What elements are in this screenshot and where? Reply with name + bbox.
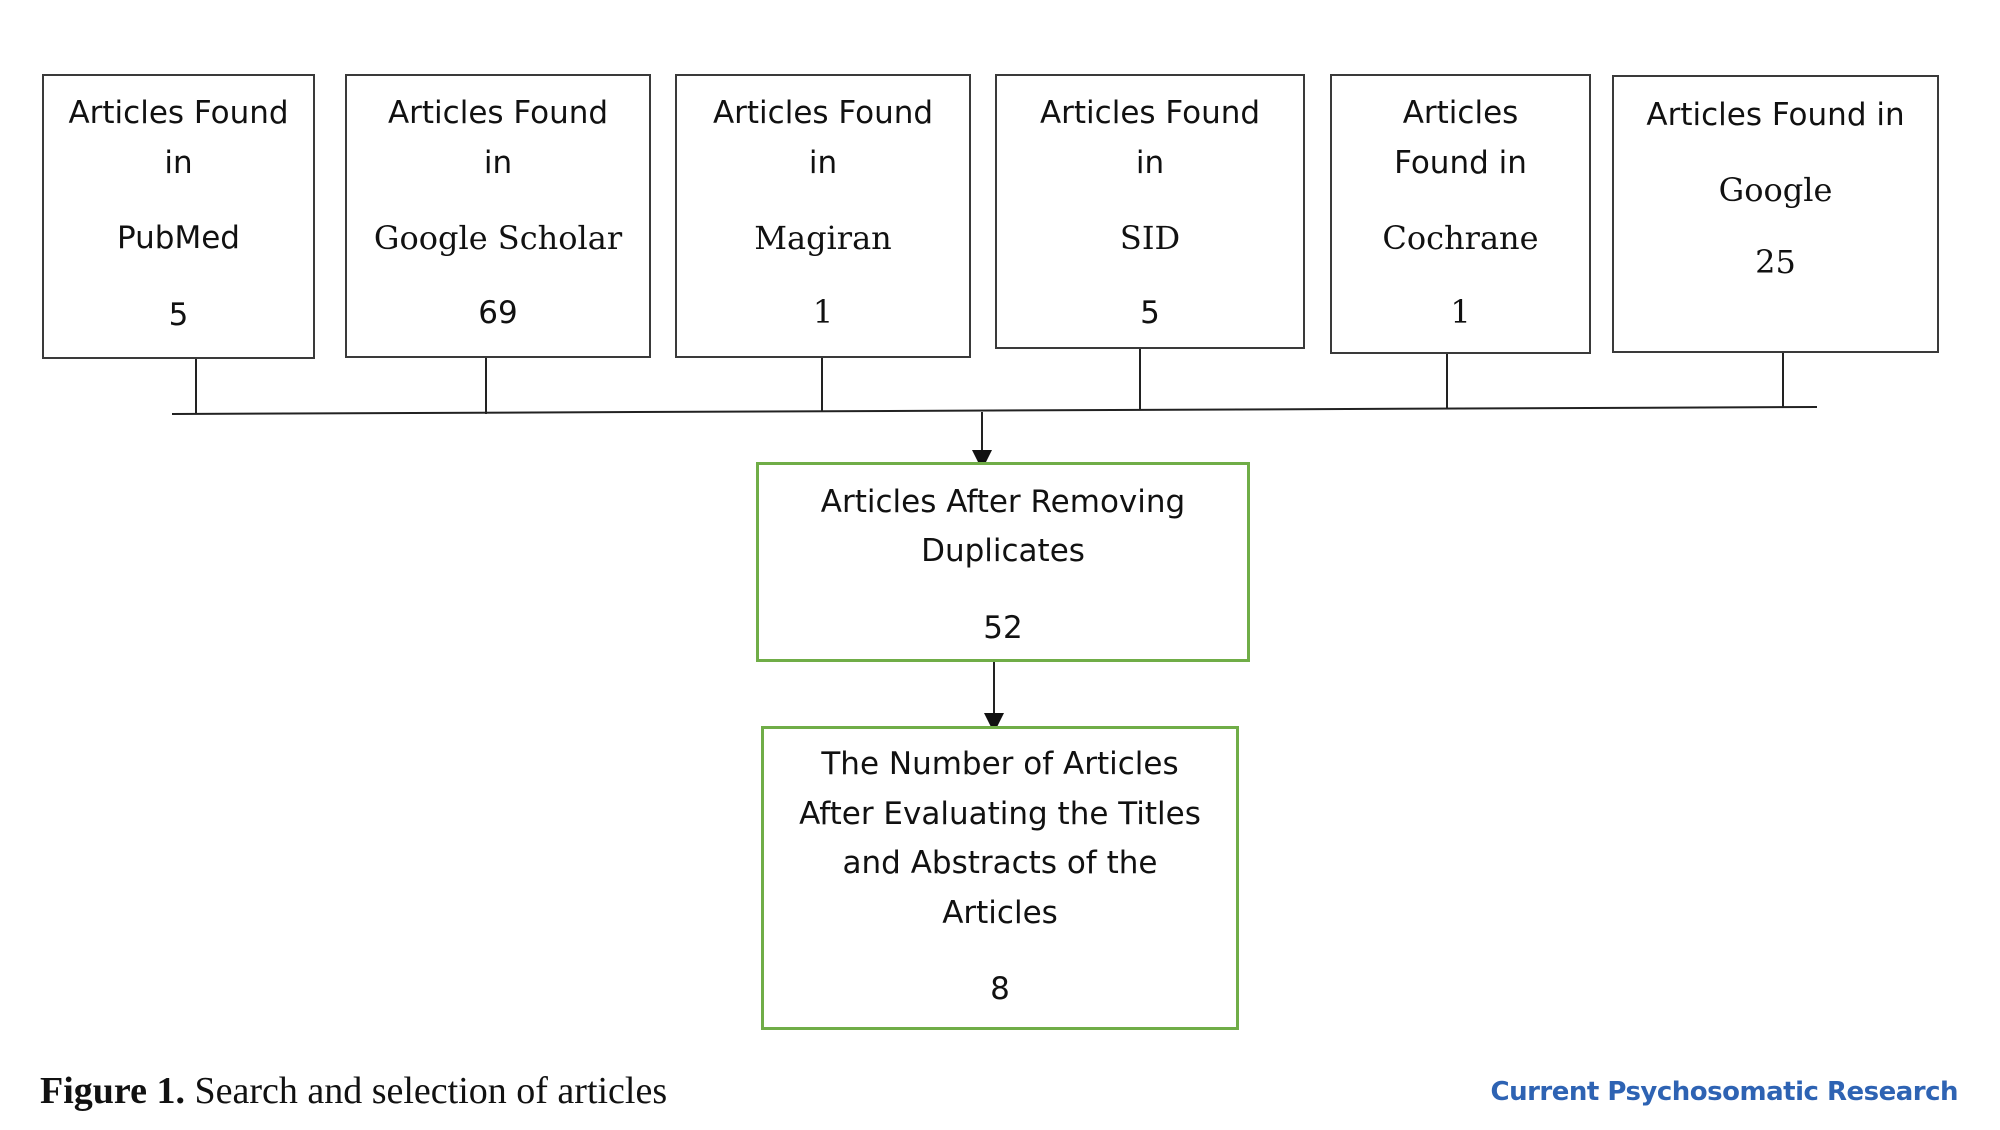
box-text-line: Articles Found in: [1646, 97, 1905, 133]
box-text-line: Google: [1718, 171, 1833, 209]
source-box-google: Articles Found in Google 25: [1612, 75, 1939, 353]
box-text-line: Duplicates: [921, 533, 1085, 569]
horizontal-bus-line: [171, 406, 1818, 415]
box-text-line: Articles: [942, 895, 1058, 931]
box-text-line: Google Scholar: [373, 219, 623, 257]
box-text-line: in: [808, 145, 838, 181]
box-text-line: After Evaluating the Titles: [799, 796, 1201, 832]
box-text-line: and Abstracts of the: [842, 845, 1158, 881]
box-text-line: Articles After Removing: [820, 484, 1186, 520]
source-box-magiran: Articles Found in Magiran 1: [675, 74, 971, 358]
box-count: 1: [1450, 293, 1471, 331]
box-text-line: Articles: [1402, 95, 1519, 131]
box-text-line: Magiran: [754, 219, 892, 257]
box-text-line: in: [164, 145, 193, 181]
arrowhead-to-dedup: [972, 450, 992, 470]
source-box-google-scholar: Articles Found in Google Scholar 69: [345, 74, 651, 358]
box-text-line: Articles Found: [68, 95, 289, 131]
box-count: 1: [812, 293, 834, 331]
box-text-line: Found in: [1394, 145, 1527, 181]
box-count: 25: [1755, 243, 1796, 281]
box-text-line: Articles Found: [387, 95, 609, 131]
journal-logo: Current Psychosomatic Research: [1490, 1077, 1959, 1107]
source-box-cochrane: Articles Found in Cochrane 1: [1330, 74, 1591, 354]
source-box-pubmed: Articles Found in PubMed 5: [42, 74, 315, 359]
box-text-line: The Number of Articles: [821, 746, 1179, 782]
figure-caption: Figure 1. Search and selection of articl…: [40, 1068, 667, 1114]
box-text-line: Articles Found: [712, 95, 934, 131]
box-text-line: Articles Found: [1039, 95, 1261, 131]
box-text-line: Cochrane: [1382, 219, 1539, 257]
box-count: 5: [1140, 295, 1160, 331]
box-count: 52: [983, 610, 1023, 646]
arrowhead-to-screening: [984, 713, 1004, 733]
box-count: 5: [168, 297, 189, 333]
source-box-sid: Articles Found in SID 5: [995, 74, 1305, 349]
box-count: 8: [990, 971, 1010, 1007]
box-text-line: in: [1135, 145, 1165, 181]
figure-label: Figure 1.: [40, 1070, 185, 1112]
dedup-box: Articles After Removing Duplicates 52: [756, 462, 1250, 662]
box-text-line: PubMed: [117, 220, 240, 256]
figure-caption-text: Search and selection of articles: [184, 1070, 668, 1112]
box-text-line: SID: [1119, 219, 1181, 257]
box-text-line: in: [483, 145, 513, 181]
box-count: 69: [478, 295, 518, 331]
screening-box: The Number of Articles After Evaluating …: [761, 726, 1239, 1030]
